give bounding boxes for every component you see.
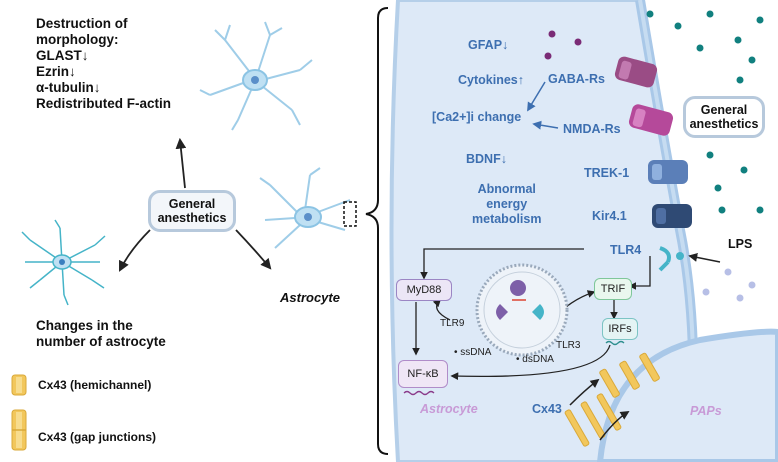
cx43-gap-junction-legend-icon <box>11 409 27 451</box>
tlr9-label: TLR9 <box>440 318 465 329</box>
ga-line: anesthetics <box>157 211 227 225</box>
arrow-cx43-2 <box>599 411 630 441</box>
astrocyte-icon-top <box>199 21 313 131</box>
tlr4-receptor-icon <box>658 246 684 272</box>
morphology-line: GLAST↓ <box>36 48 89 63</box>
nmda-receptor-icon <box>628 104 674 136</box>
ca-label: [Ca2+]i change <box>432 110 522 124</box>
kir41-channel-icon <box>652 204 692 228</box>
morphology-line: Redistributed F-actin <box>36 96 172 111</box>
legend-hemichannel-label: Cx43 (hemichannel) <box>38 378 152 392</box>
arrow-gaba-to-ca <box>527 81 546 112</box>
general-anesthetics-box-right: General anesthetics <box>683 96 765 138</box>
anesthetic-particles <box>646 10 764 214</box>
lps-particles <box>702 268 756 302</box>
arrow-tlr4-to-trif <box>628 256 651 290</box>
morphology-line: Destruction of <box>36 16 128 31</box>
arrow-tlr9-to-myd88 <box>432 298 451 321</box>
nfkb-node: NF-κB <box>398 360 448 388</box>
changes-text: Changes in the number of astrocyte <box>36 318 166 350</box>
morphology-line: Ezrin↓ <box>36 64 76 79</box>
cx43-gap-junctions <box>564 352 660 447</box>
ga-line: anesthetics <box>689 117 759 131</box>
morphology-line: morphology: <box>36 32 119 47</box>
gaba-receptor-icon <box>614 56 658 88</box>
paps-label: PAPs <box>690 404 722 418</box>
ga-line: General <box>700 103 748 117</box>
astrocyte-icon-middle <box>259 167 357 249</box>
irfs-node: IRFs <box>602 318 638 340</box>
cx43-label: Cx43 <box>532 402 562 416</box>
nmda-rs-label: NMDA-Rs <box>563 122 621 136</box>
kir41-label: Kir4.1 <box>592 209 627 223</box>
cx43-hemichannel-legend-icon <box>11 374 27 396</box>
energy-line: metabolism <box>472 212 542 226</box>
myd88-node: MyD88 <box>396 279 452 301</box>
energy-label: Abnormal energy metabolism <box>472 182 541 227</box>
energy-line: Abnormal <box>477 182 536 196</box>
ssdna-label: • ssDNA <box>454 347 492 358</box>
arrow-irfs-to-nfkb <box>450 344 611 381</box>
astrocyte-label-cell: Astrocyte <box>420 402 478 416</box>
endosome <box>475 263 569 357</box>
trif-node: TRIF <box>594 278 632 300</box>
tlr3-label: TLR3 <box>556 340 581 351</box>
gfap-label: GFAP↓ <box>468 38 509 52</box>
cytokines-label: Cytokines↑ <box>458 73 524 87</box>
arrow-to-astrocyte <box>235 229 272 270</box>
astrocyte-icon-bottom <box>21 219 106 306</box>
arrow-to-changes <box>119 229 151 272</box>
arrow-tlr4-to-myd88 <box>420 248 584 280</box>
changes-line: number of astrocyte <box>36 334 166 349</box>
trek1-label: TREK-1 <box>584 166 630 180</box>
arrow-cx43-1 <box>569 378 600 406</box>
arrow-nmda-to-ca <box>532 120 559 130</box>
changes-line: Changes in the <box>36 318 133 333</box>
lps-label: LPS <box>728 237 753 251</box>
gaba-particles <box>544 30 582 60</box>
morphology-text: Destruction of morphology: GLAST↓ Ezrin↓… <box>36 16 171 112</box>
general-anesthetics-box-left: General anesthetics <box>148 190 236 232</box>
astrocyte-label-left: Astrocyte <box>280 290 340 305</box>
dsdna-label: • dsDNA <box>516 354 554 365</box>
energy-line: energy <box>486 197 528 211</box>
gaba-rs-label: GABA-Rs <box>548 72 605 86</box>
ga-line: General <box>168 197 216 211</box>
tlr4-label: TLR4 <box>610 243 642 257</box>
morphology-line: α-tubulin↓ <box>36 80 101 95</box>
trek1-channel-icon <box>648 160 688 184</box>
bracket <box>365 7 389 455</box>
bdnf-label: BDNF↓ <box>466 152 507 166</box>
arrow-to-morphology <box>175 137 187 189</box>
arrow-lps-to-tlr4 <box>688 252 721 263</box>
irfs-dna-wave <box>605 340 625 346</box>
nfkb-dna-wave <box>403 390 435 396</box>
legend-gap-junctions-label: Cx43 (gap junctions) <box>38 430 157 444</box>
